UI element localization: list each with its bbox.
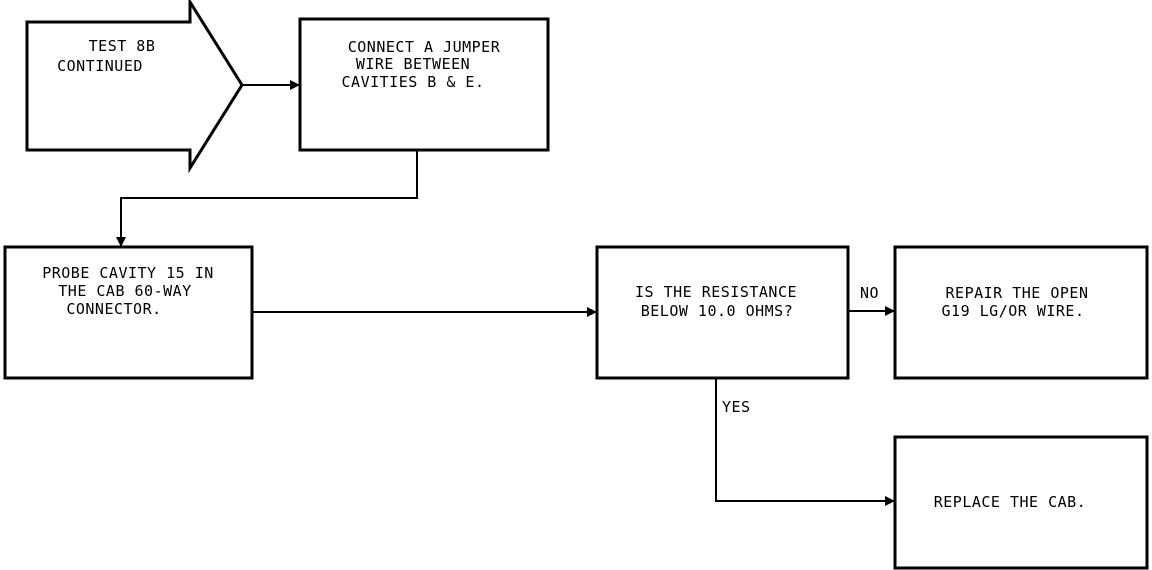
- arrowhead-to-replace: [885, 496, 895, 506]
- test-continued-node: TEST 8B CONTINUED: [25, 0, 244, 174]
- resistance-question-label-line-1: IS THE RESISTANCE: [635, 283, 797, 301]
- connect-jumper-label-line-2: WIRE BETWEEN: [356, 55, 470, 73]
- connect-jumper-label-line-1: CONNECT A JUMPER: [348, 38, 501, 56]
- connect-jumper-label-line-3: CAVITIES B & E.: [342, 73, 485, 91]
- replace-cab-label: REPLACE THE CAB.: [934, 493, 1087, 511]
- repair-open-box: [893, 245, 1149, 380]
- arrowhead-to-jumper: [290, 80, 300, 90]
- test-continued-label-line-2: CONTINUED: [57, 57, 143, 75]
- no-branch-label: NO: [860, 284, 879, 302]
- connect-jumper-node: CONNECT A JUMPER WIRE BETWEEN CAVITIES B…: [298, 17, 550, 152]
- arrowhead-to-repair: [885, 306, 895, 316]
- repair-open-label-line-2: G19 LG/OR WIRE.: [942, 302, 1085, 320]
- connect-jumper-box: [298, 17, 550, 152]
- resistance-question-node: IS THE RESISTANCE BELOW 10.0 OHMS?: [595, 245, 850, 380]
- repair-open-node: REPAIR THE OPEN G19 LG/OR WIRE.: [893, 245, 1149, 380]
- probe-cavity-label-line-1: PROBE CAVITY 15 IN: [42, 264, 214, 282]
- yes-branch-label: YES: [722, 398, 751, 416]
- connector-question-to-replace: [715, 378, 887, 502]
- arrowhead-to-question: [587, 307, 597, 317]
- resistance-question-label-line-2: BELOW 10.0 OHMS?: [641, 302, 794, 320]
- probe-cavity-label-line-3: CONNECTOR.: [66, 300, 161, 318]
- replace-cab-node: REPLACE THE CAB.: [893, 435, 1149, 570]
- repair-open-label-line-1: REPAIR THE OPEN: [946, 284, 1089, 302]
- probe-cavity-node: PROBE CAVITY 15 IN THE CAB 60-WAY CONNEC…: [3, 245, 254, 380]
- connector-jumper-to-probe: [120, 150, 418, 239]
- continuation-arrow-shape: [25, 0, 244, 174]
- resistance-question-box: [595, 245, 850, 380]
- probe-cavity-label-line-2: THE CAB 60-WAY: [58, 282, 191, 300]
- probe-cavity-box: [3, 245, 254, 380]
- test-continued-label-line-1: TEST 8B: [89, 37, 156, 55]
- arrowhead-to-probe: [116, 237, 126, 247]
- replace-cab-box: [893, 435, 1149, 570]
